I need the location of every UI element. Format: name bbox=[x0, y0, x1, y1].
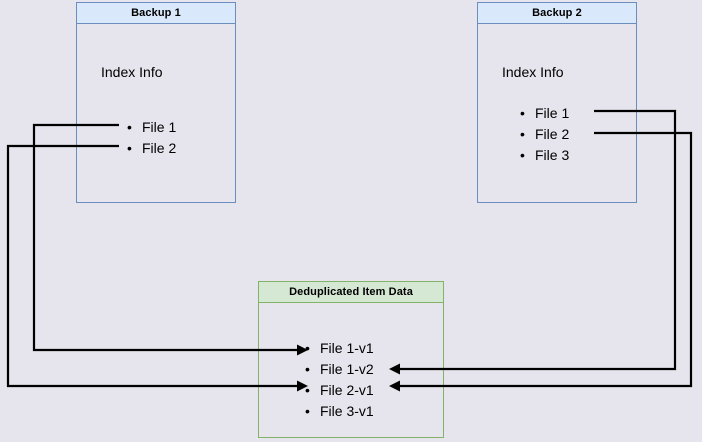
backup1-file-item[interactable]: File 1 bbox=[127, 117, 176, 138]
dedup-item[interactable]: File 1-v2 bbox=[305, 359, 374, 380]
backup2-caption: Index Info bbox=[502, 64, 564, 80]
backup2-box[interactable]: Backup 2 Index Info File 1 File 2 File 3 bbox=[477, 2, 637, 203]
dedup-item[interactable]: File 1-v1 bbox=[305, 338, 374, 359]
backup1-box[interactable]: Backup 1 Index Info File 1 File 2 bbox=[76, 2, 236, 203]
dedup-item-list: File 1-v1 File 1-v2 File 2-v1 File 3-v1 bbox=[305, 338, 374, 422]
backup2-file-item[interactable]: File 2 bbox=[520, 124, 569, 145]
backup2-file-item[interactable]: File 1 bbox=[520, 103, 569, 124]
backup1-caption: Index Info bbox=[101, 64, 163, 80]
backup2-title: Backup 2 bbox=[478, 3, 636, 24]
backup1-title: Backup 1 bbox=[77, 3, 235, 24]
dedup-box[interactable]: Deduplicated Item Data File 1-v1 File 1-… bbox=[258, 281, 444, 438]
dedup-title: Deduplicated Item Data bbox=[259, 282, 443, 303]
backup1-file-item[interactable]: File 2 bbox=[127, 138, 176, 159]
backup2-file-item[interactable]: File 3 bbox=[520, 145, 569, 166]
backup2-file-list: File 1 File 2 File 3 bbox=[520, 103, 569, 166]
dedup-item[interactable]: File 2-v1 bbox=[305, 380, 374, 401]
backup1-file-list: File 1 File 2 bbox=[127, 117, 176, 159]
dedup-item[interactable]: File 3-v1 bbox=[305, 401, 374, 422]
